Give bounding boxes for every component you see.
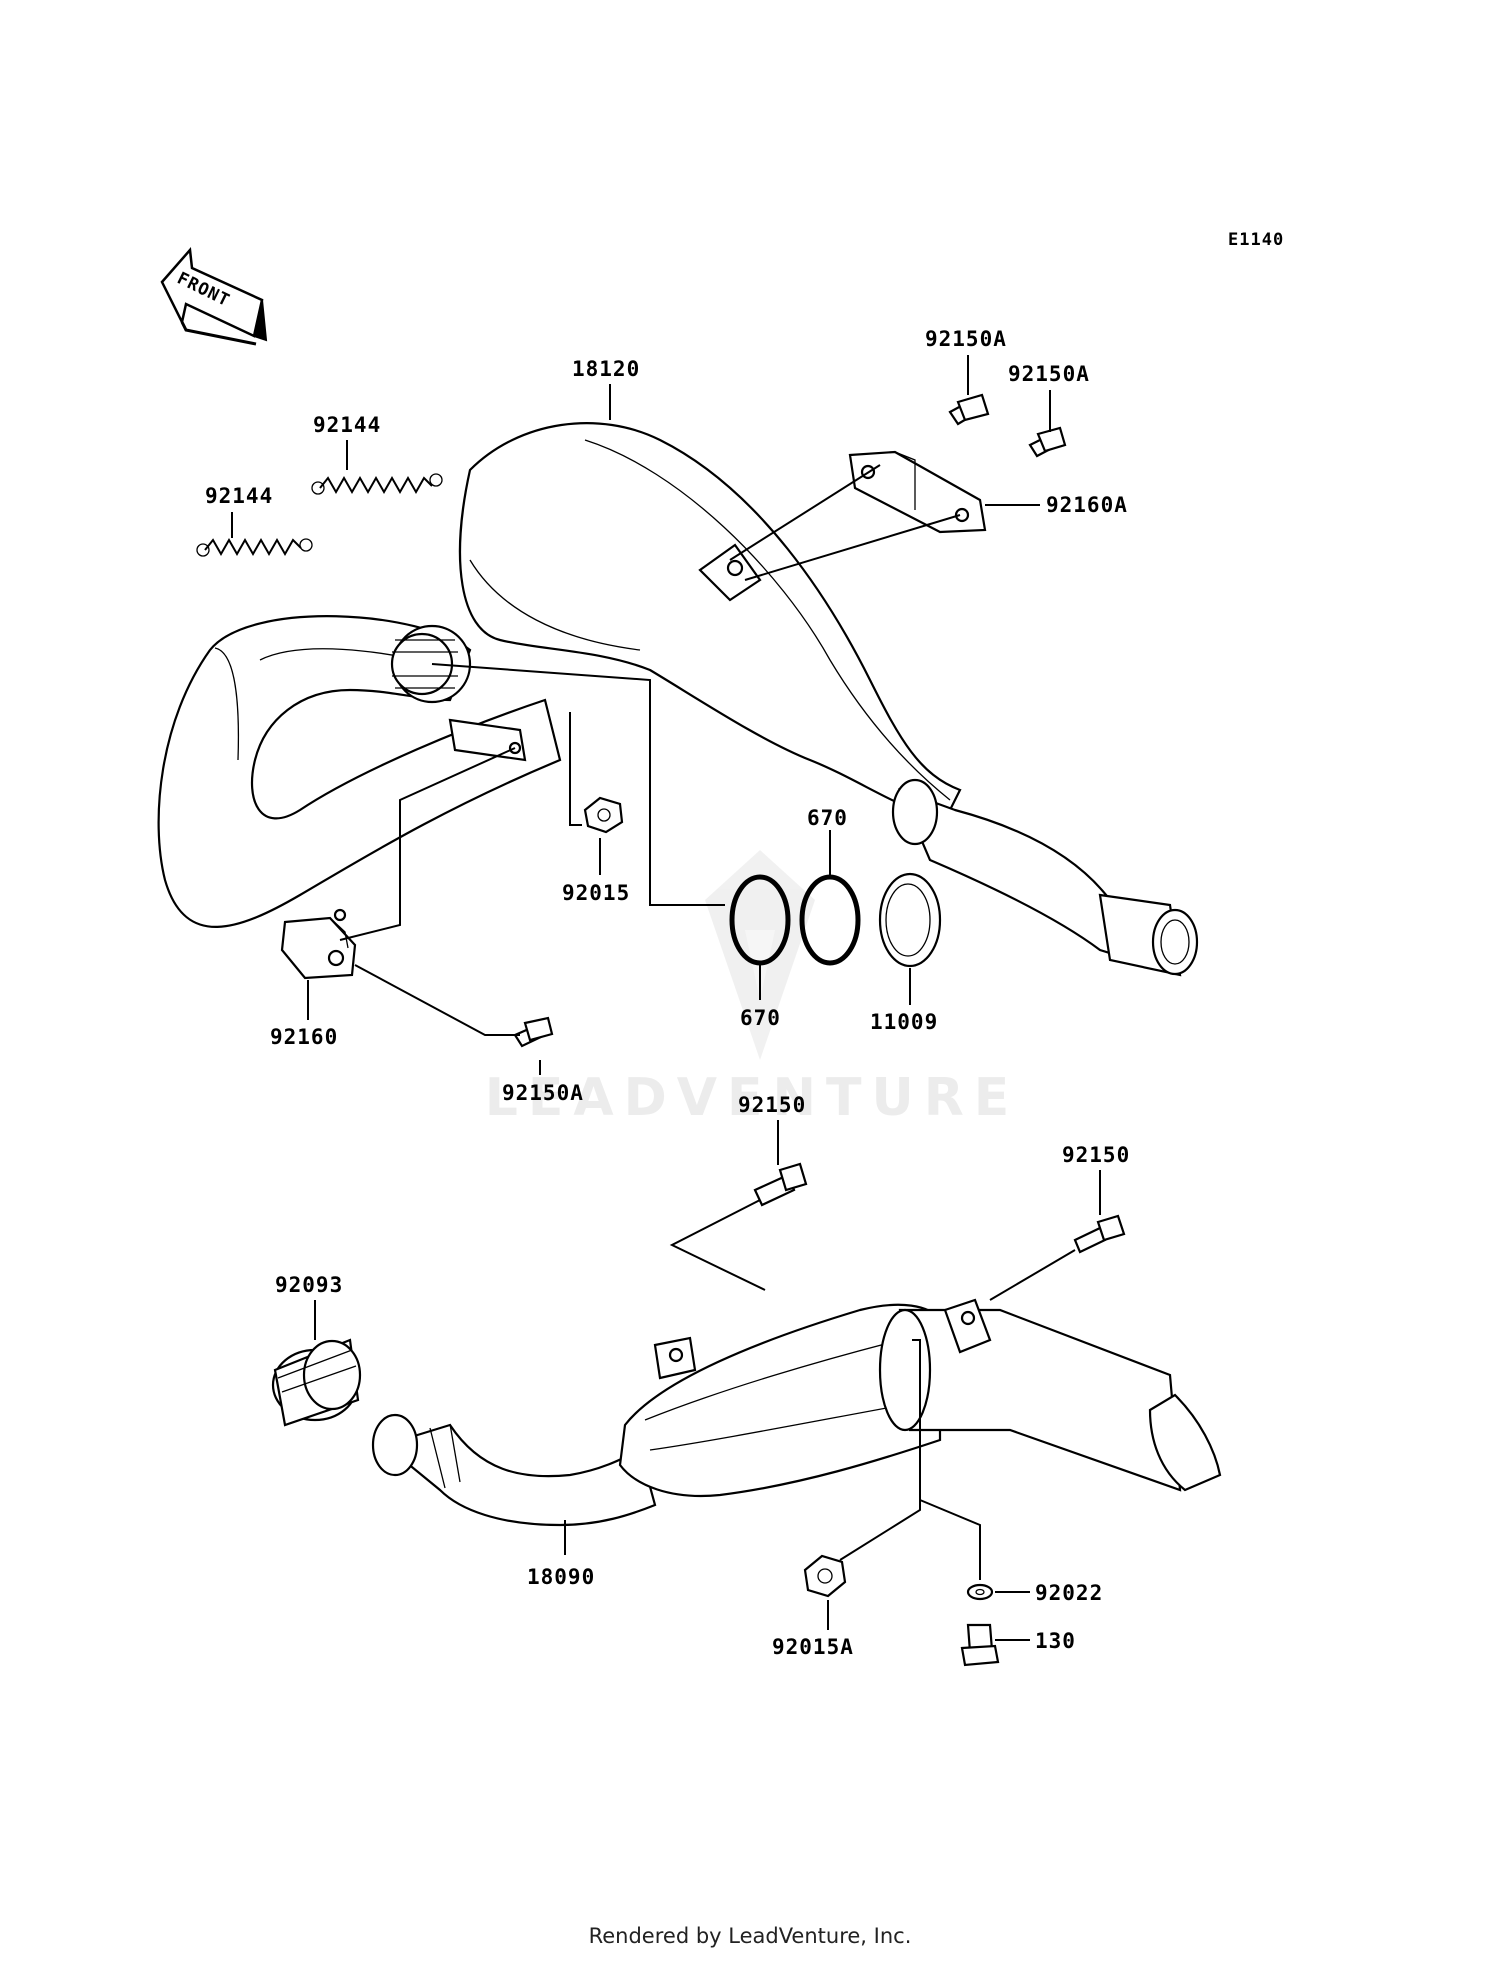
o-ring-670-a-part xyxy=(729,874,791,966)
callout-18120: 18120 xyxy=(572,357,640,381)
callout-92150-right: 92150 xyxy=(1062,1143,1130,1167)
leader-lines xyxy=(231,355,1101,1641)
watermark-text: LEADVENTURE xyxy=(485,1068,1020,1128)
callout-670-top: 670 xyxy=(807,806,848,830)
bolt-92150A-b-part xyxy=(1028,426,1067,458)
callout-92144-lower: 92144 xyxy=(205,484,273,508)
footer-credit: Rendered by LeadVenture, Inc. xyxy=(588,1924,912,1948)
callout-92015A: 92015A xyxy=(772,1635,854,1659)
callout-11009: 11009 xyxy=(870,1010,938,1034)
callout-92015: 92015 xyxy=(562,881,630,905)
spring-92144-lower-part xyxy=(196,537,313,557)
collar-92093-part xyxy=(271,1338,362,1427)
nut-92015-part xyxy=(583,796,624,834)
bolt-92150A-c-part xyxy=(513,1016,554,1048)
bolt-92150-a-part xyxy=(753,1162,808,1207)
callout-92160A: 92160A xyxy=(1046,493,1128,517)
callout-92022: 92022 xyxy=(1035,1581,1103,1605)
nut-92015A-part xyxy=(803,1554,847,1598)
o-ring-670-b-part xyxy=(799,874,861,966)
diagram-code: E1140 xyxy=(1228,230,1284,250)
gasket-11009-part xyxy=(878,872,942,968)
callout-92150A-right: 92150A xyxy=(1008,362,1090,386)
callout-92150-center: 92150 xyxy=(738,1093,806,1117)
callout-92150A-top: 92150A xyxy=(925,327,1007,351)
callout-92093: 92093 xyxy=(275,1273,343,1297)
callout-130: 130 xyxy=(1035,1629,1076,1653)
bracket-92160-part xyxy=(280,908,357,980)
washer-92022-part xyxy=(966,1583,994,1601)
bracket-92160A-part xyxy=(848,450,987,534)
front-arrow-icon: FRONT xyxy=(160,247,268,346)
callout-92160: 92160 xyxy=(270,1025,338,1049)
callout-670-bottom: 670 xyxy=(740,1006,781,1030)
silencer-part xyxy=(371,1298,1222,1527)
bolt-92150-b-part xyxy=(1073,1214,1126,1254)
bolt-130-part xyxy=(960,1623,1000,1667)
expansion-chamber-part xyxy=(157,422,1199,977)
callout-18090: 18090 xyxy=(527,1565,595,1589)
spring-92144-upper-part xyxy=(311,473,443,495)
bolt-92150A-a-part xyxy=(948,393,990,426)
callout-92144-upper: 92144 xyxy=(313,413,381,437)
callout-92150A-bottom: 92150A xyxy=(502,1081,584,1105)
